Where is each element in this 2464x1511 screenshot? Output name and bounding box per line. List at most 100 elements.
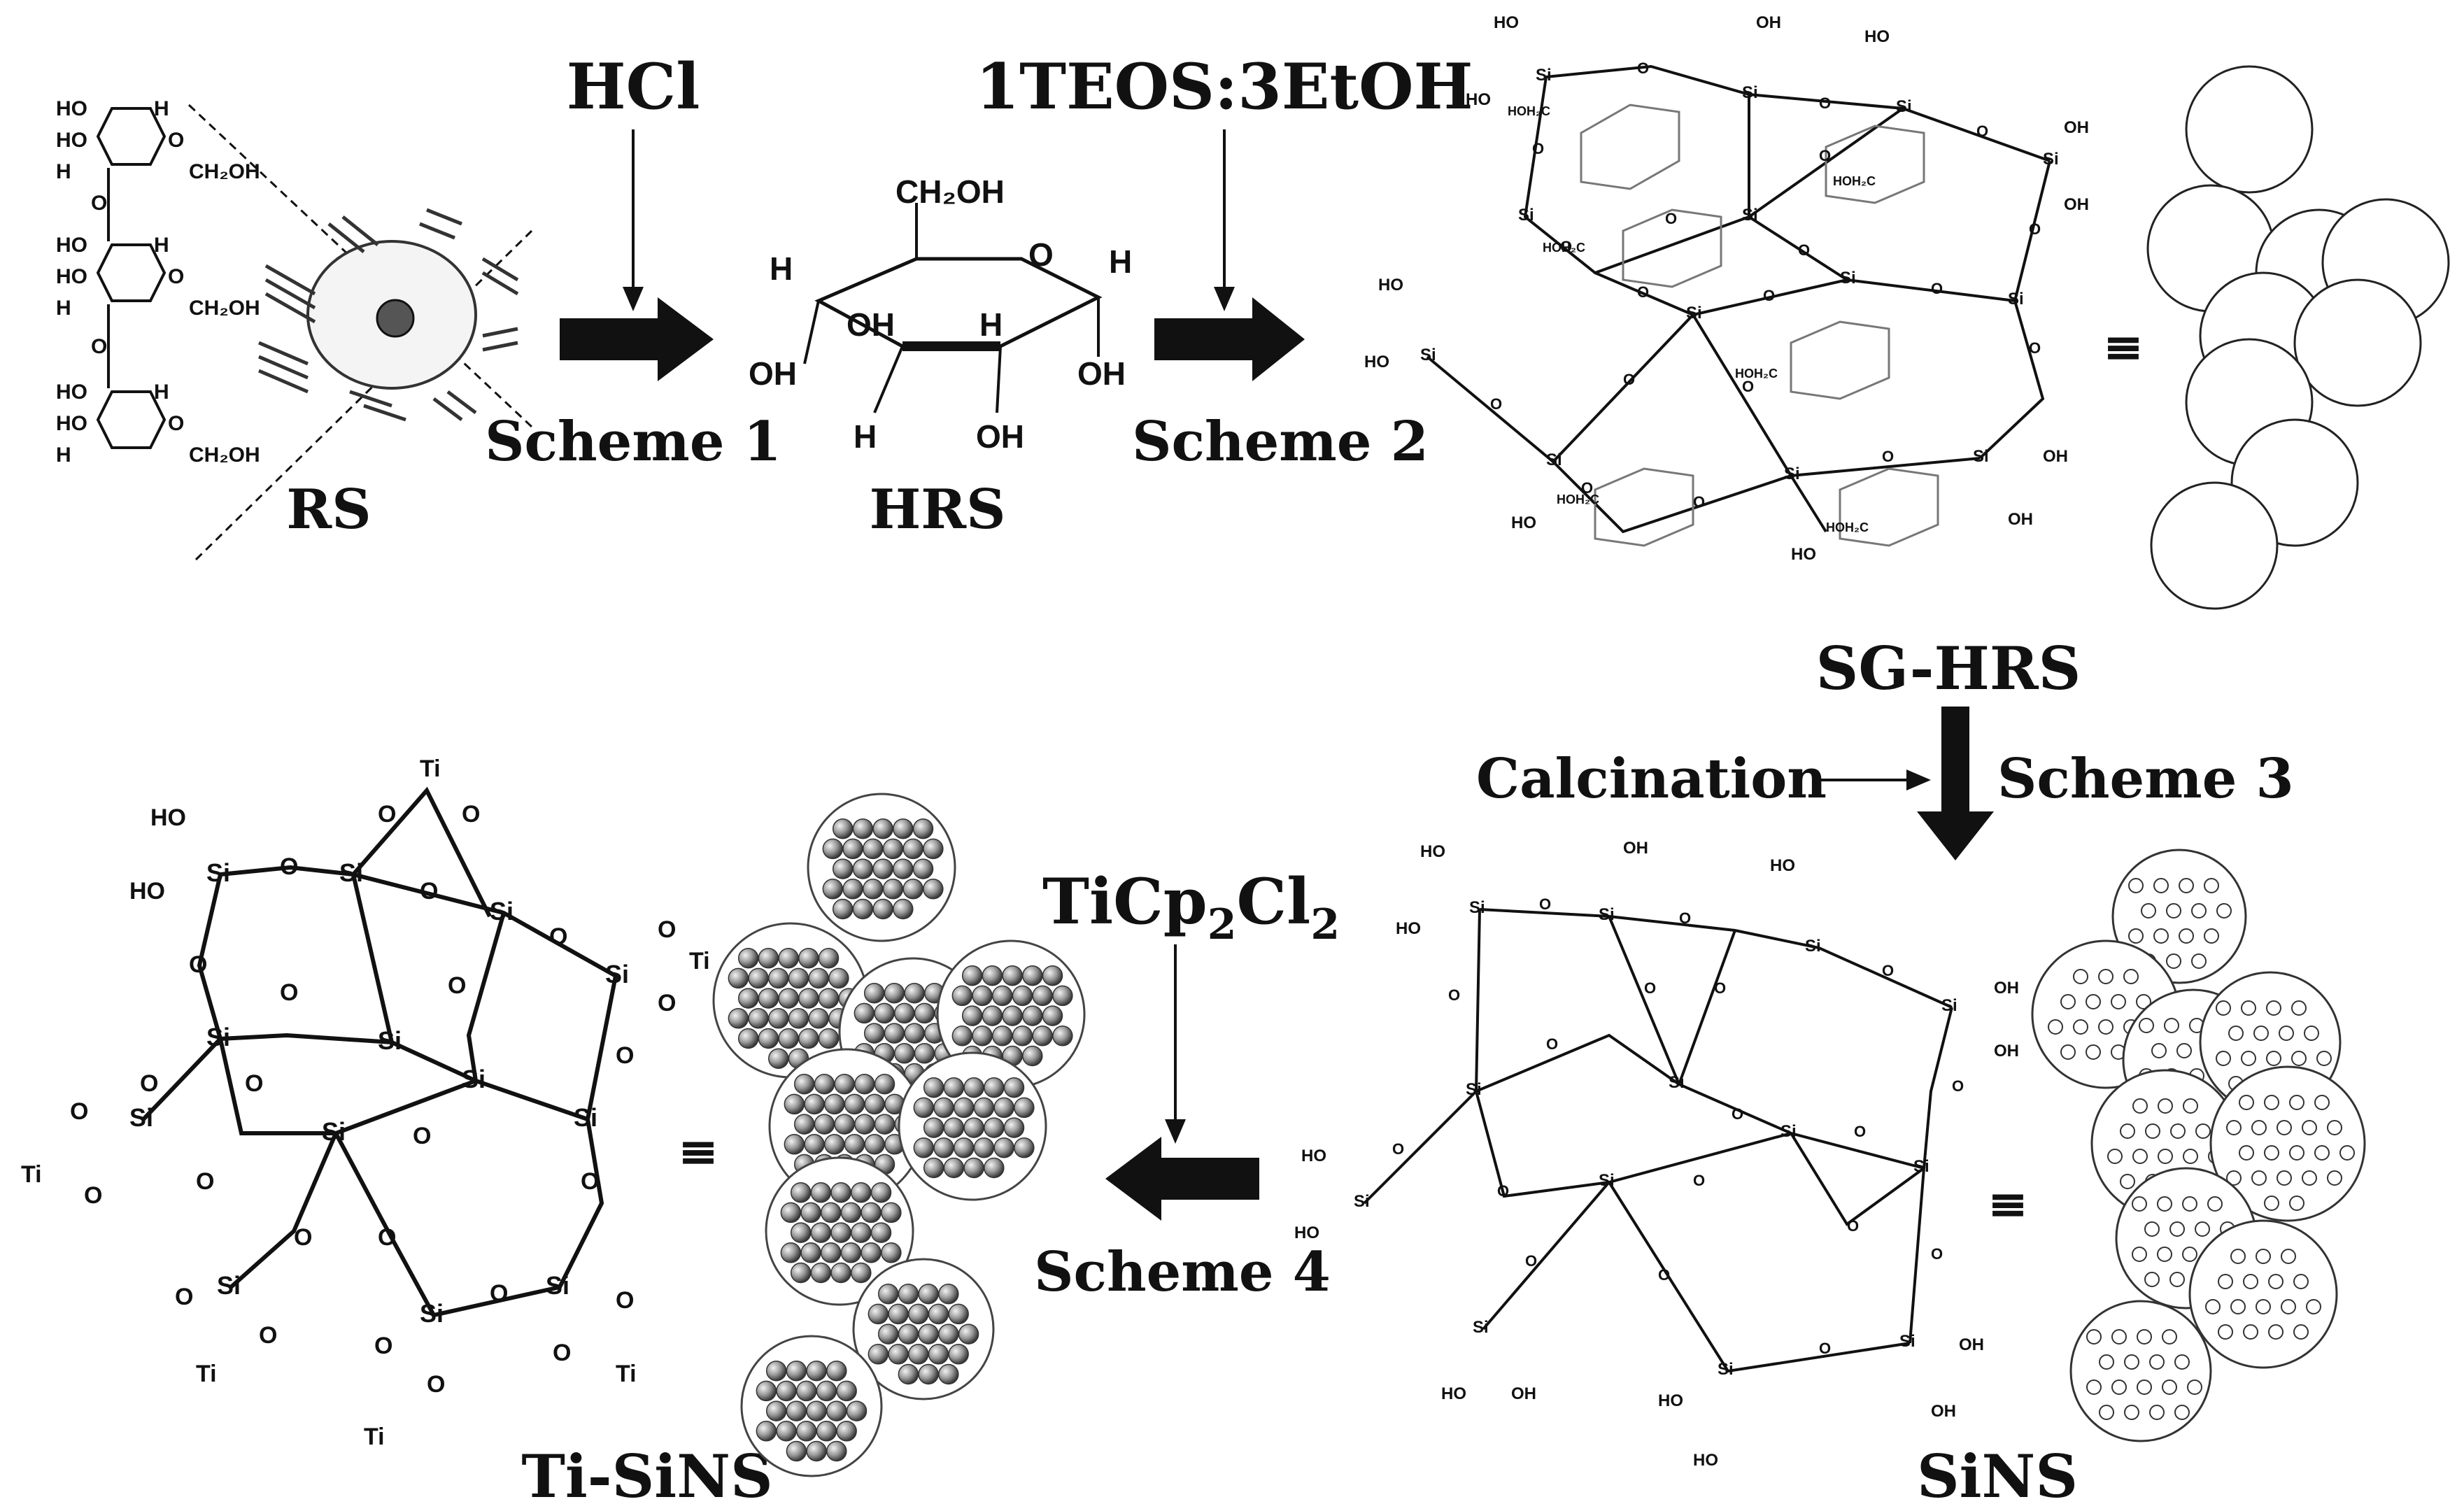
- sins-bridging-oxygens: O O O O O O O O O O O O O O O O O O: [1392, 895, 1964, 1357]
- ti-sins-network: Si Si Si Si Si Si Si Si Si Si Si Si Si T…: [21, 756, 710, 1450]
- svg-text:O: O: [1546, 1035, 1558, 1053]
- svg-text:O: O: [1952, 1077, 1964, 1095]
- svg-text:O: O: [1819, 147, 1831, 164]
- svg-text:O: O: [1644, 979, 1656, 997]
- svg-text:O: O: [1882, 962, 1894, 979]
- svg-text:Si: Si: [1599, 905, 1615, 924]
- ti-sins-titanium-atoms: Ti Ti Ti Ti Ti Ti: [21, 756, 710, 1450]
- sg-hrs-network: Si Si Si Si Si Si Si Si Si Si Si Si Si H…: [1364, 13, 2089, 564]
- svg-text:O: O: [91, 335, 107, 358]
- svg-text:CH₂OH: CH₂OH: [189, 444, 260, 467]
- svg-text:Si: Si: [322, 1117, 346, 1146]
- reagent-ticp2cl2: TiCp2Cl2: [1042, 865, 1340, 949]
- arrow-scheme-1: [560, 129, 714, 381]
- sg-hrs-particle-spheres: [2146, 65, 2450, 610]
- svg-text:O: O: [448, 972, 466, 999]
- svg-text:OH: OH: [847, 306, 895, 343]
- arrow-scheme-3: [1819, 707, 1994, 860]
- svg-text:Si: Si: [2008, 290, 2024, 308]
- label-ti-sins: Ti-SiNS: [521, 1442, 772, 1511]
- porous-sphere: [2069, 1300, 2212, 1442]
- svg-text:HO: HO: [1658, 1391, 1683, 1410]
- svg-text:O: O: [84, 1182, 102, 1209]
- loaded-sphere: [740, 1335, 883, 1477]
- svg-text:OH: OH: [1994, 1042, 2019, 1060]
- rs-glucose-chain: HO HO H H O CH₂OH HO HO H H O CH₂OH HO H…: [56, 97, 260, 467]
- loaded-sphere: [852, 1258, 995, 1400]
- svg-text:HO: HO: [129, 878, 165, 905]
- svg-text:O: O: [553, 1340, 571, 1366]
- svg-text:O: O: [1819, 1340, 1831, 1357]
- svg-text:O: O: [1490, 395, 1502, 413]
- svg-text:H: H: [1109, 243, 1132, 280]
- svg-text:Si: Si: [1780, 1122, 1797, 1141]
- svg-text:O: O: [175, 1284, 193, 1310]
- ti-sins-silicon-atoms: Si Si Si Si Si Si Si Si Si Si Si Si Si: [129, 858, 629, 1328]
- svg-text:HO: HO: [1294, 1223, 1319, 1242]
- svg-text:O: O: [427, 1371, 445, 1398]
- svg-text:O: O: [490, 1280, 508, 1307]
- equiv-symbol-sg-hrs: ≡: [2103, 318, 2144, 376]
- rs-glucose-unit: HO HO H H O CH₂OH: [56, 381, 260, 467]
- svg-text:O: O: [1976, 122, 1988, 140]
- svg-text:O: O: [189, 951, 207, 978]
- svg-text:OH: OH: [2064, 118, 2089, 137]
- svg-text:OH: OH: [1511, 1384, 1536, 1403]
- svg-text:HO: HO: [1466, 90, 1491, 109]
- svg-text:O: O: [168, 129, 184, 152]
- label-sg-hrs: SG-HRS: [1816, 634, 2081, 703]
- svg-text:HO: HO: [56, 234, 87, 257]
- equiv-symbol-sins: ≡: [1988, 1175, 2029, 1233]
- svg-text:Si: Si: [1742, 83, 1758, 102]
- svg-text:OH: OH: [749, 355, 797, 392]
- svg-text:O: O: [1028, 236, 1054, 273]
- svg-text:O: O: [140, 1070, 158, 1097]
- svg-text:O: O: [196, 1168, 214, 1195]
- sg-hrs-hydroxyls: HO HO OH HO OH OH HO HO HO OH OH HO: [1364, 13, 2089, 564]
- svg-text:O: O: [1819, 94, 1831, 112]
- svg-text:HO: HO: [1494, 13, 1519, 32]
- loaded-sphere: [936, 939, 1086, 1089]
- svg-text:H: H: [154, 234, 169, 257]
- svg-text:OH: OH: [2064, 195, 2089, 214]
- svg-text:O: O: [168, 412, 184, 435]
- svg-text:HO: HO: [1693, 1451, 1718, 1470]
- svg-text:HO: HO: [1770, 856, 1795, 875]
- svg-text:O: O: [420, 878, 438, 905]
- scheme-4-label: Scheme 4: [1034, 1240, 1331, 1304]
- svg-text:O: O: [616, 1042, 634, 1069]
- svg-text:Si: Si: [574, 1103, 597, 1132]
- svg-text:Si: Si: [1354, 1192, 1370, 1211]
- svg-text:O: O: [658, 916, 676, 943]
- svg-text:Ti: Ti: [689, 948, 710, 974]
- svg-text:HO: HO: [1378, 276, 1403, 295]
- svg-text:O: O: [1539, 895, 1551, 913]
- svg-text:O: O: [1525, 1252, 1537, 1270]
- svg-text:HO: HO: [56, 265, 87, 288]
- svg-text:Si: Si: [2043, 150, 2059, 169]
- svg-text:O: O: [2029, 339, 2041, 357]
- svg-text:Si: Si: [1599, 1171, 1615, 1190]
- svg-text:Si: Si: [1536, 66, 1552, 85]
- svg-text:Si: Si: [1669, 1073, 1685, 1092]
- svg-text:Si: Si: [1718, 1360, 1734, 1379]
- svg-text:O: O: [1532, 140, 1544, 157]
- svg-text:HOH₂C: HOH₂C: [1826, 520, 1869, 534]
- svg-text:Ti: Ti: [21, 1161, 42, 1188]
- svg-text:O: O: [91, 192, 107, 215]
- sg-hrs-silicon-atoms: Si Si Si Si Si Si Si Si Si Si Si Si Si: [1420, 66, 2059, 483]
- svg-text:Si: Si: [1473, 1318, 1489, 1337]
- svg-text:Ti: Ti: [420, 756, 441, 782]
- svg-text:O: O: [2029, 220, 2041, 238]
- sins-silicon-atoms: Si Si Si Si Si Si Si Si Si Si Si Si Si: [1354, 898, 1957, 1379]
- svg-text:HO: HO: [56, 129, 87, 152]
- svg-text:HOH₂C: HOH₂C: [1543, 241, 1585, 255]
- loaded-sphere: [807, 793, 956, 942]
- svg-text:HO: HO: [1511, 513, 1536, 532]
- svg-text:HO: HO: [1441, 1384, 1466, 1403]
- sg-hrs-glucose-rings: [1580, 104, 1939, 547]
- svg-text:Si: Si: [1466, 1080, 1482, 1099]
- svg-text:O: O: [1637, 283, 1649, 301]
- svg-text:O: O: [1623, 371, 1635, 388]
- svg-text:H: H: [770, 250, 793, 287]
